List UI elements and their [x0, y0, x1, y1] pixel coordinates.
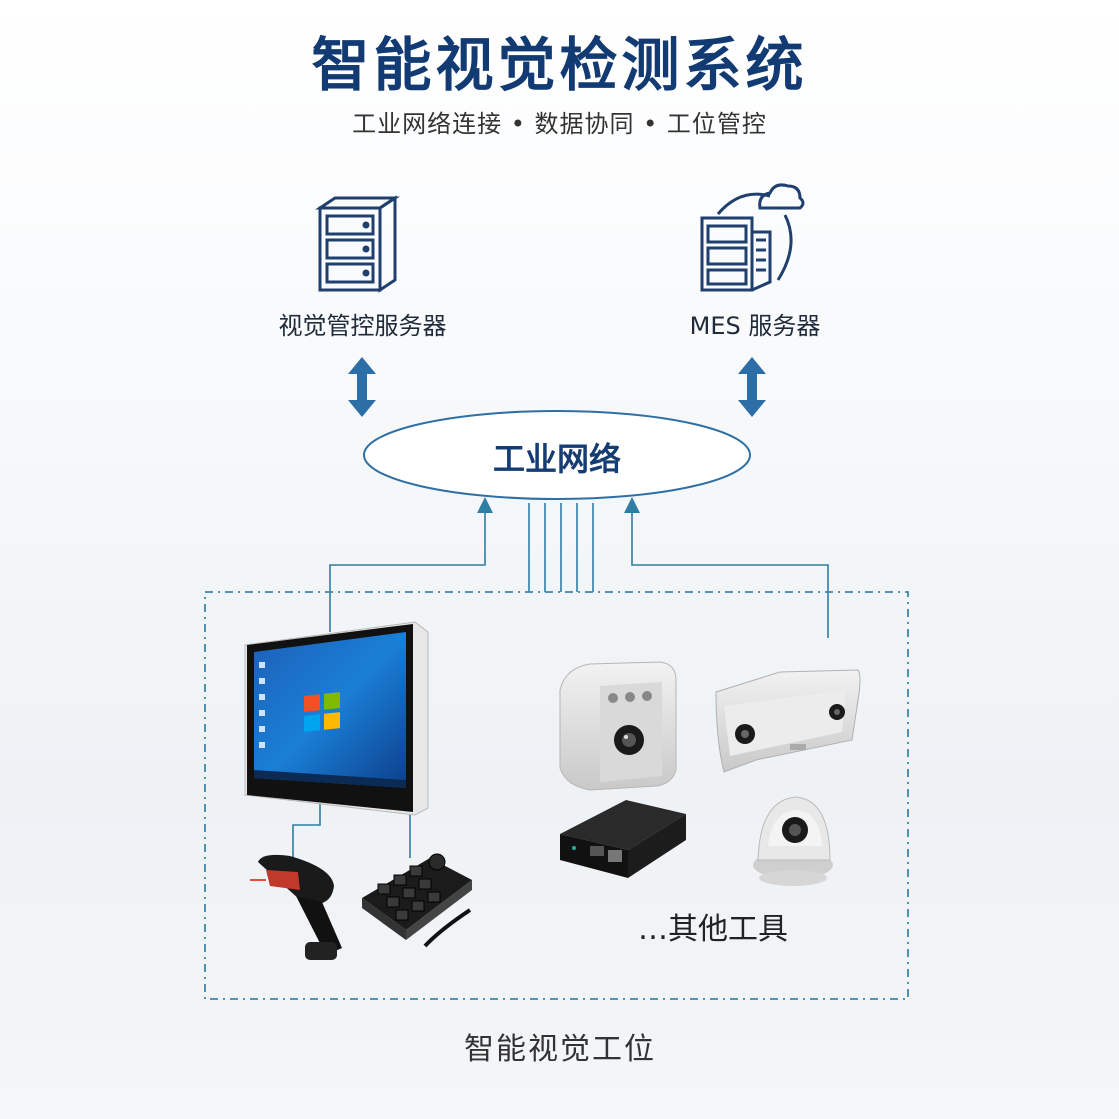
- mini-pc-icon: [560, 800, 686, 878]
- station-label: 智能视觉工位: [464, 1032, 656, 1067]
- double-arrow-icon: [348, 357, 766, 417]
- server-rack-icon: [315, 195, 400, 293]
- vision-server-label: 视觉管控服务器: [278, 312, 447, 340]
- touchscreen-monitor-icon: [244, 621, 429, 816]
- other-tools-label: …其他工具: [638, 912, 788, 947]
- connection-lines: [292, 497, 829, 860]
- vision-camera-icon: [559, 661, 677, 791]
- network-ellipse: [363, 410, 751, 500]
- keypad-icon: [362, 853, 472, 948]
- mes-server-label: MES 服务器: [689, 312, 821, 340]
- stereo-camera-icon: [715, 669, 861, 773]
- barcode-scanner-icon: [250, 854, 342, 960]
- page-subtitle: 工业网络连接 • 数据协同 • 工位管控: [352, 110, 767, 138]
- network-label: 工业网络: [492, 440, 621, 478]
- dome-camera-icon: [753, 796, 833, 886]
- cloud-server-icon: [700, 183, 805, 292]
- page-title: 智能视觉检测系统: [311, 31, 808, 99]
- station-box: [204, 591, 909, 1000]
